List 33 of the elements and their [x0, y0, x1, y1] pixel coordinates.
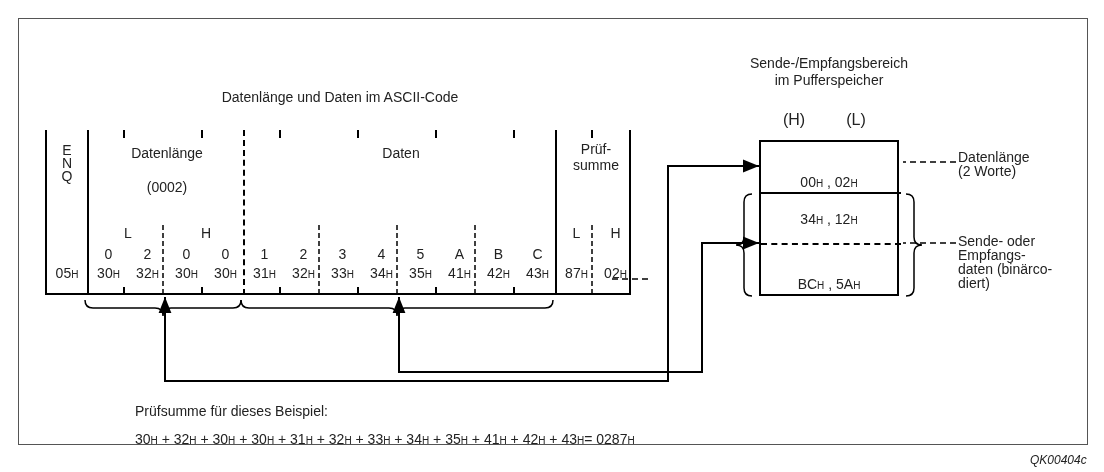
ascii-char: 2	[299, 247, 308, 261]
field-label: Datenlänge	[131, 146, 203, 160]
ascii-char: 3	[338, 247, 347, 261]
arrow	[392, 236, 760, 373]
ascii-char: 0	[221, 247, 230, 261]
ascii-char: C	[532, 247, 543, 261]
leader-line	[902, 161, 957, 163]
arrow	[158, 159, 760, 382]
ascii-char: 1	[260, 247, 269, 261]
byte-label: L	[572, 226, 581, 240]
field-label: E N Q	[61, 143, 73, 183]
ascii-char: 2	[143, 247, 152, 261]
byte-label: H	[200, 226, 212, 240]
figure-code: QK00404c	[1030, 453, 1087, 467]
callout-text-label: Datenlänge (2 Worte)	[958, 150, 1031, 178]
byte-label: L	[124, 226, 132, 240]
buffer-heading: Sende-/Empfangsbereich im Pufferspeicher	[749, 55, 909, 89]
ascii-char: 4	[377, 247, 386, 261]
field-label: Prüf- summe	[572, 141, 620, 173]
note-text: Prüfsumme für dieses Beispiel:	[135, 403, 328, 419]
leader-line	[902, 242, 957, 244]
ascii-char: A	[454, 247, 465, 261]
ascii-char: 0	[104, 247, 113, 261]
frame-heading: Datenlänge und Daten im ASCII-Code	[221, 90, 459, 104]
field-label: Daten	[382, 146, 420, 160]
byte-label: (L)	[846, 113, 866, 127]
callout-text-label: Sende- oder Empfangs- daten (binärco- diert)	[958, 234, 1054, 290]
ascii-char: 0	[182, 247, 191, 261]
byte-label: H	[610, 226, 621, 240]
byte-label: (H)	[782, 113, 806, 127]
field-label: (0002)	[146, 180, 188, 194]
ascii-char: 5	[416, 247, 425, 261]
ascii-char: B	[493, 247, 504, 261]
